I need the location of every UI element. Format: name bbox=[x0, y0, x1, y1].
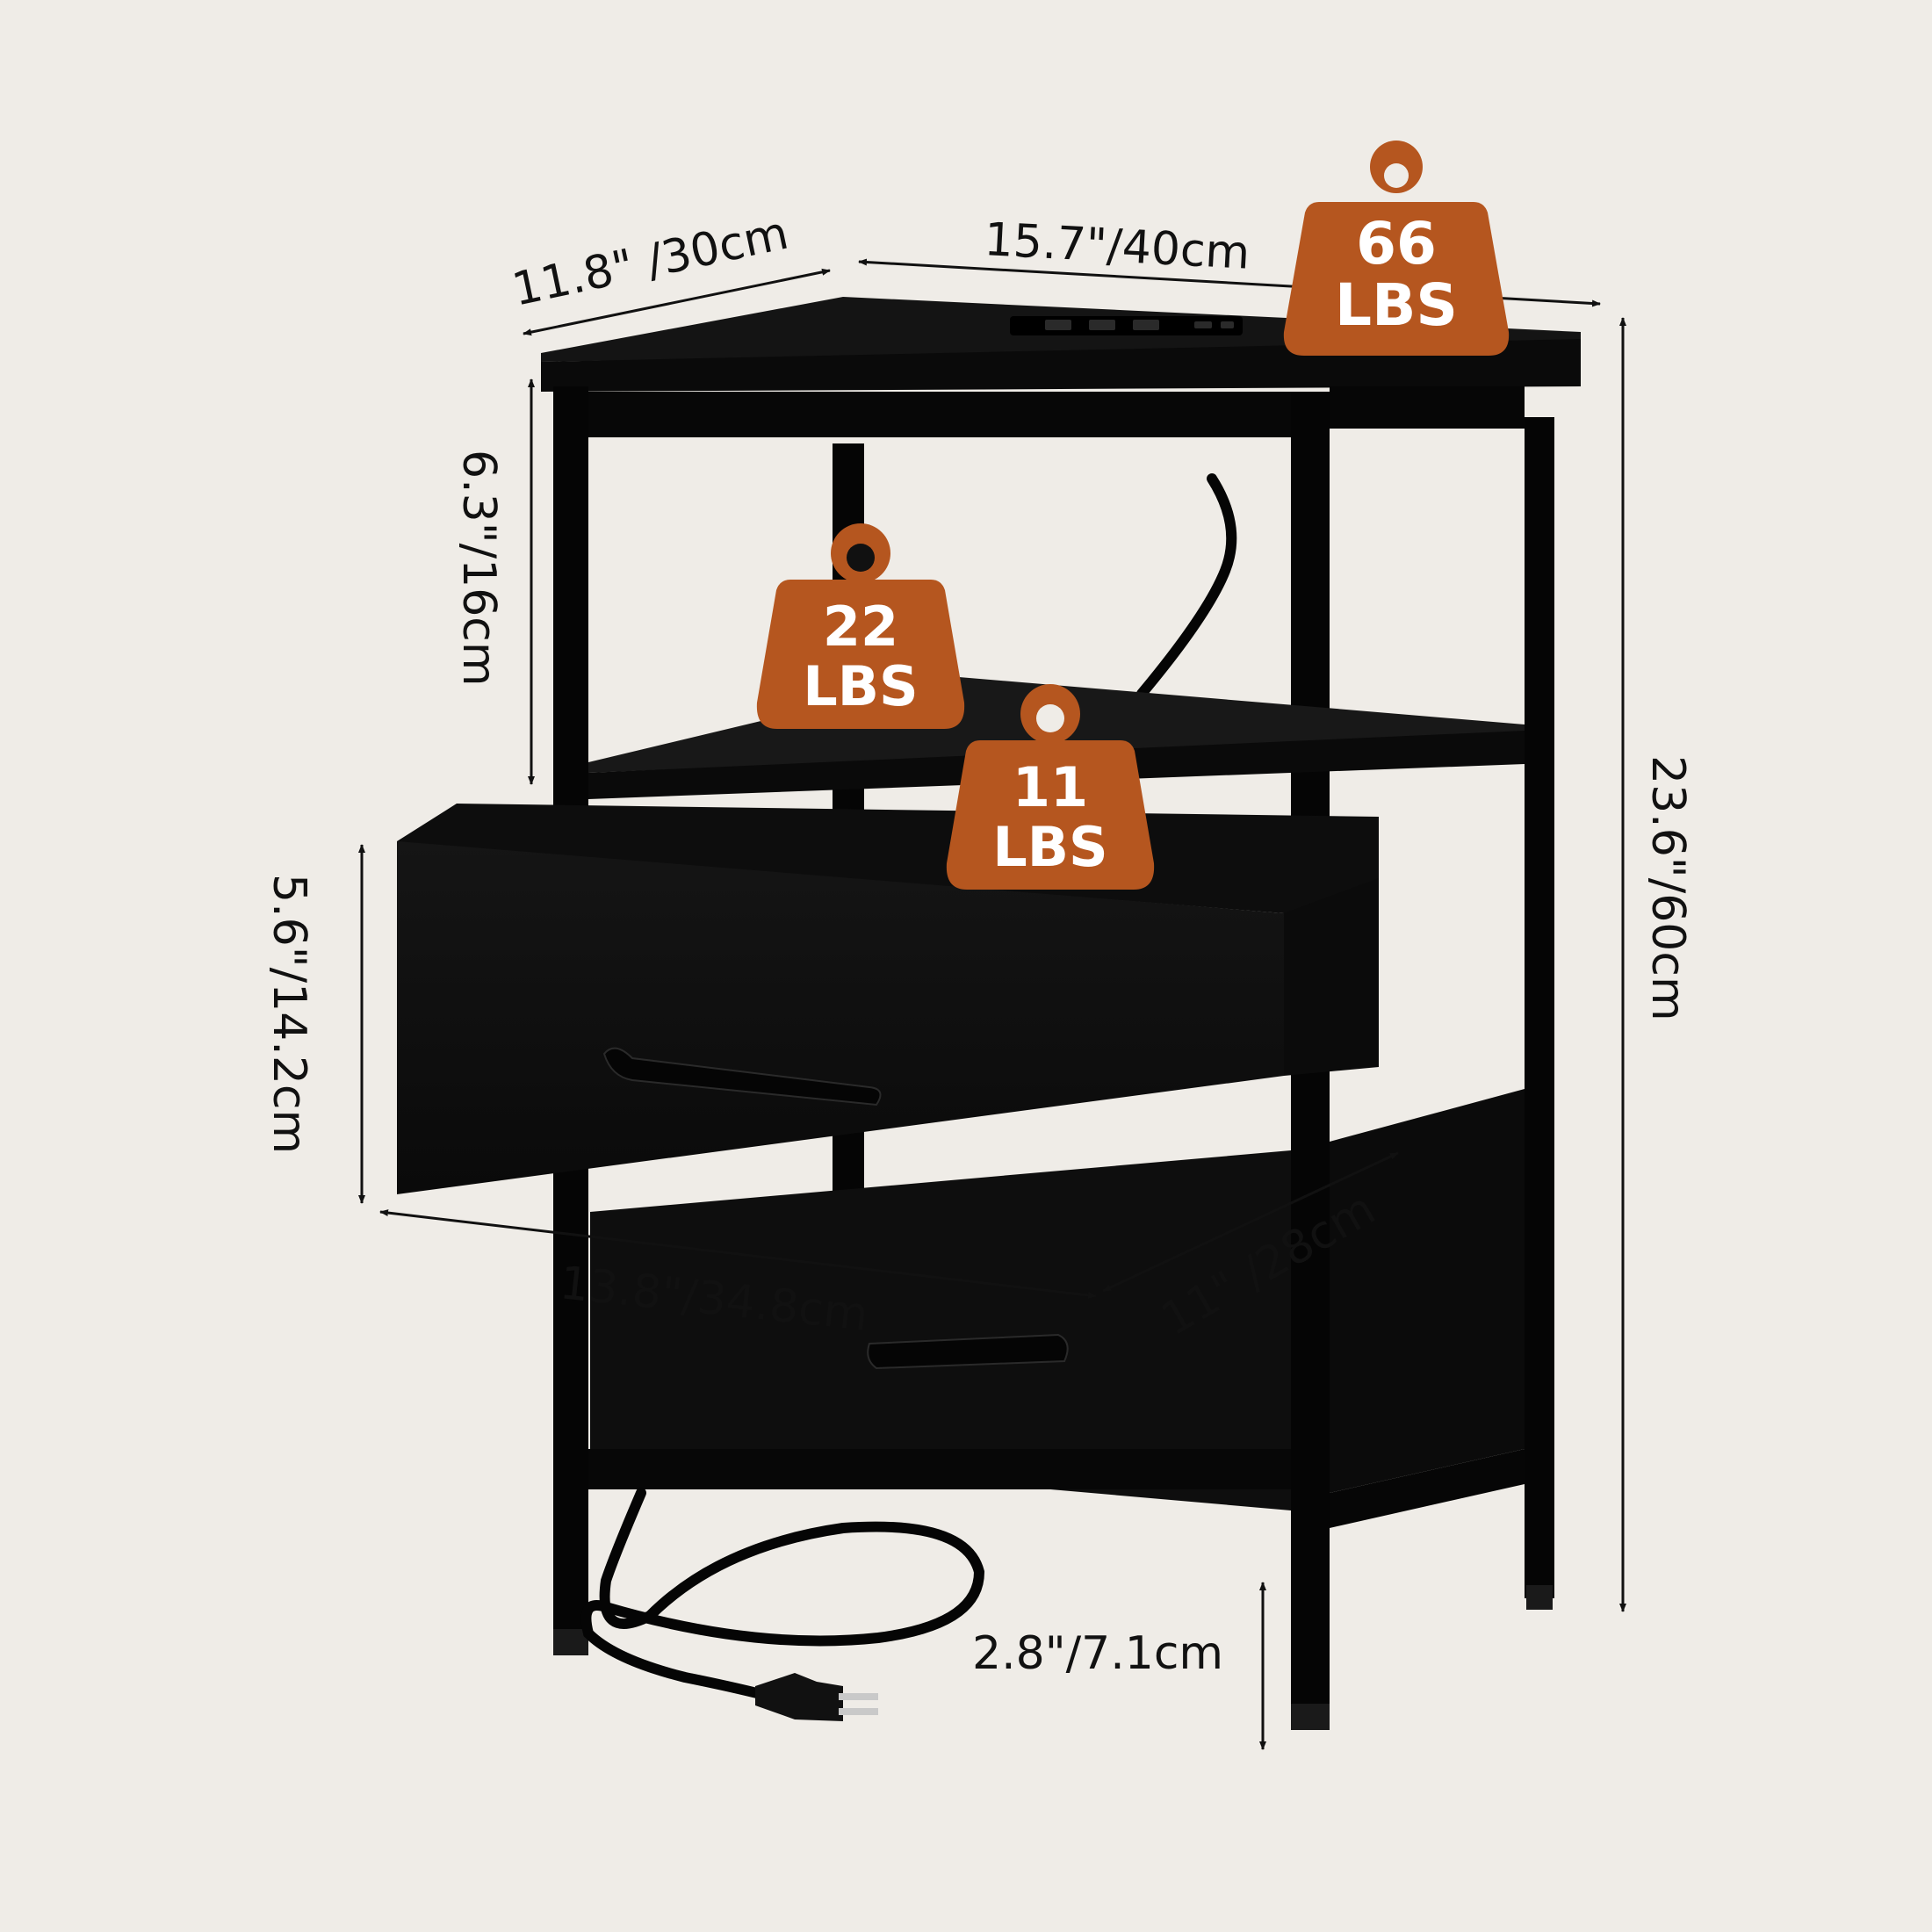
depth-arrow bbox=[523, 268, 831, 336]
drawer-height-label: 5.6"/14.2cm bbox=[263, 874, 315, 1154]
power-outlet-icon bbox=[1010, 316, 1243, 335]
power-plug-icon bbox=[755, 1673, 878, 1721]
drawer-width-arrow bbox=[379, 1209, 1097, 1299]
top-drawer-handle[interactable] bbox=[602, 1047, 882, 1107]
back-right-foot bbox=[1526, 1585, 1553, 1610]
power-cord bbox=[580, 1488, 985, 1700]
dimension-lines bbox=[358, 258, 1626, 1750]
drawer-depth-arrow bbox=[1102, 1151, 1399, 1293]
weight-icon-drawer: 11 LBS bbox=[946, 684, 1155, 890]
bottom-side-rail bbox=[1330, 1449, 1525, 1528]
weight-icon-top: 66 LBS bbox=[1283, 141, 1510, 356]
shelf-gap-label: 6.3"/16cm bbox=[452, 450, 505, 687]
right-side-rail bbox=[1330, 386, 1525, 429]
bottom-drawer-handle[interactable] bbox=[867, 1333, 1069, 1370]
top-weight-unit: LBS bbox=[1335, 271, 1458, 339]
depth-label: 11.8" /30cm bbox=[508, 207, 793, 317]
shelf-weight-value: 22 bbox=[823, 595, 898, 659]
weight-icon-shelf: 22 LBS bbox=[756, 523, 965, 729]
drawer-weight-unit: LBS bbox=[992, 815, 1107, 879]
leg-clearance-label: 2.8"/7.1cm bbox=[972, 1627, 1223, 1680]
power-cable-upper bbox=[1136, 473, 1237, 699]
drawer-weight-value: 11 bbox=[1013, 755, 1088, 819]
total-height-label: 23.6"/60cm bbox=[1641, 755, 1694, 1021]
top-rail bbox=[588, 392, 1291, 437]
top-weight-value: 66 bbox=[1356, 210, 1437, 278]
front-right-foot bbox=[1291, 1704, 1330, 1730]
nightstand bbox=[397, 297, 1581, 1730]
front-left-foot bbox=[553, 1629, 588, 1655]
back-right-leg bbox=[1525, 417, 1554, 1598]
shelf-weight-unit: LBS bbox=[803, 654, 918, 718]
top-drawer bbox=[397, 804, 1379, 1194]
bottom-rail bbox=[588, 1449, 1291, 1489]
